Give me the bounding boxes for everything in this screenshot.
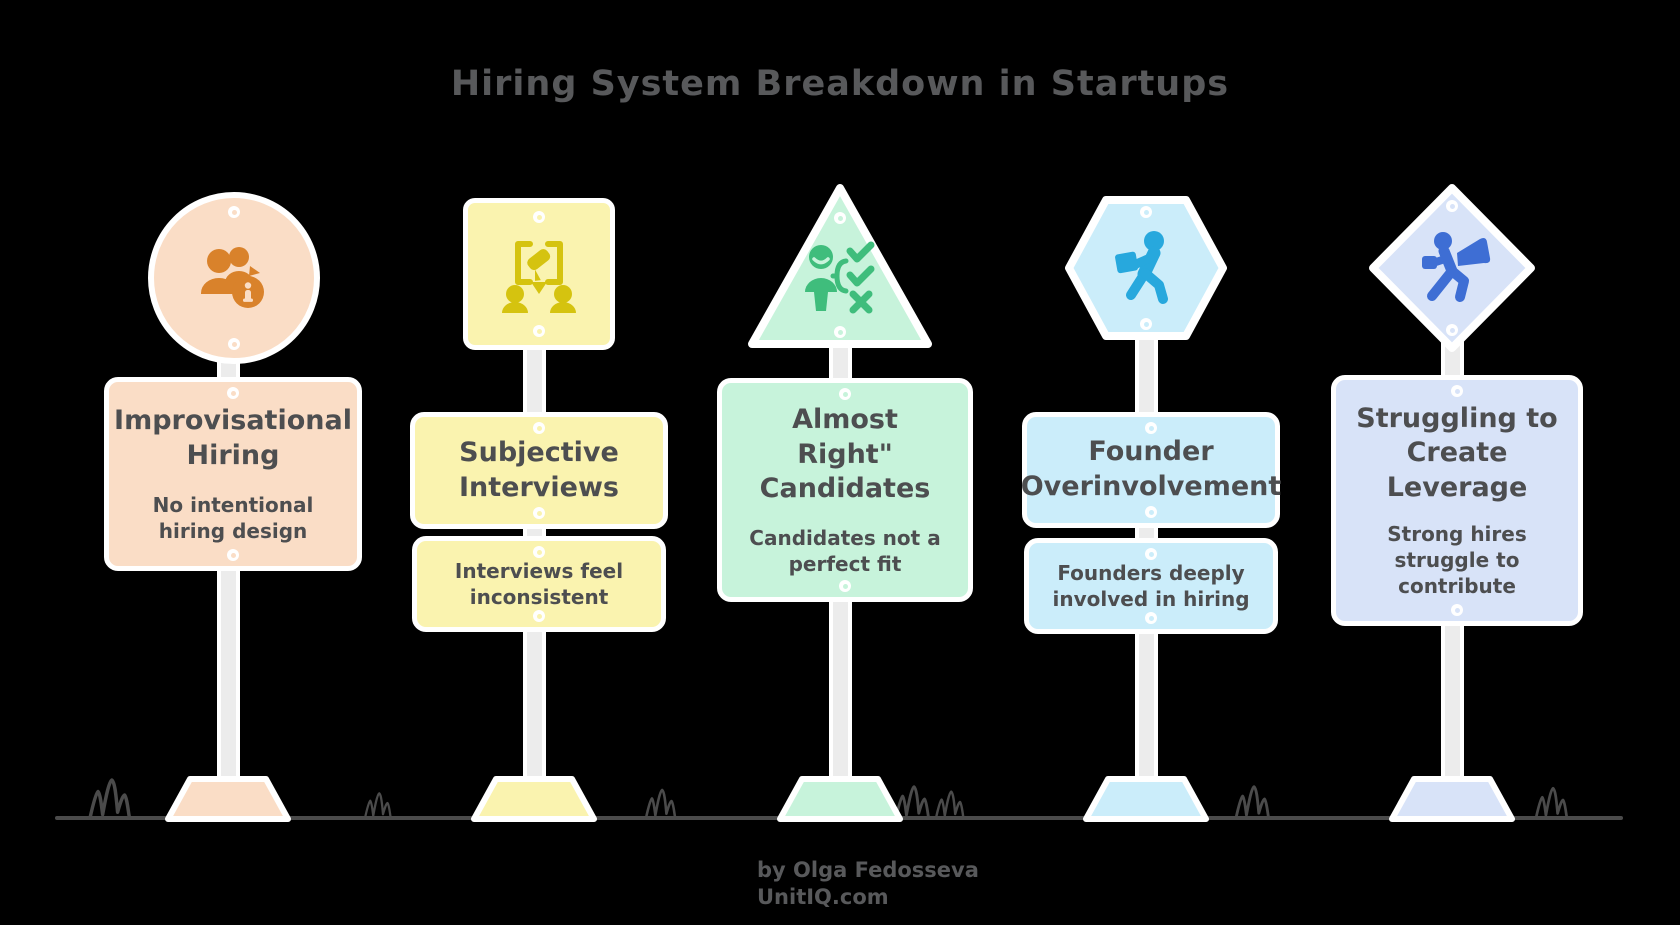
rivet [1145, 548, 1157, 560]
sign-subtext-panel: Interviews feel inconsistent [412, 536, 666, 632]
footer-byline: by Olga Fedosseva [757, 858, 979, 882]
rivet [533, 610, 545, 622]
sign-shape-hexagon [1063, 194, 1229, 342]
rivet [1451, 385, 1463, 397]
sign-description: Founders deeply involved in hiring [1052, 561, 1250, 611]
rivet [834, 212, 846, 224]
rivet [1446, 324, 1458, 336]
people-info-icon [201, 247, 264, 308]
sign-description: Candidates not a perfect fit [749, 525, 941, 576]
sign-description: Interviews feel inconsistent [454, 559, 624, 609]
sign-title: Struggling to Create Leverage [1356, 402, 1558, 503]
running-person-megaphone-icon [1422, 232, 1491, 302]
rivet [533, 507, 545, 519]
rivet [533, 211, 545, 223]
rivet [533, 546, 545, 558]
footer-website: UnitIQ.com [757, 885, 889, 910]
sign-shape-square [463, 198, 615, 350]
rivet [533, 422, 545, 434]
rivet [1145, 422, 1157, 434]
signpost-base [471, 776, 597, 822]
sign-shape-triangle [745, 180, 935, 352]
signpost-base [1083, 776, 1209, 822]
sign-text-panel: Improvisational Hiring No intentional hi… [104, 377, 362, 571]
rivet [1140, 318, 1152, 330]
footer-credit: by Olga Fedosseva UnitIQ.com [757, 857, 979, 912]
sign-shape-circle [148, 192, 320, 364]
sign-subtext-panel: Founders deeply involved in hiring [1024, 538, 1278, 634]
rivet [1145, 506, 1157, 518]
sign-title: Improvisational Hiring [114, 405, 352, 471]
rivet [1140, 206, 1152, 218]
sign-text-panel: Almost Right" Candidates Candidates not … [717, 378, 973, 602]
sign-title: Subjective Interviews [459, 436, 619, 503]
signpost-base [165, 776, 291, 822]
interview-presentation-icon [502, 241, 576, 313]
sign-text-panel: Founder Overinvolvement [1021, 412, 1281, 528]
sign-description: No intentional hiring design [152, 492, 314, 543]
sign-description: Strong hires struggle to contribute [1387, 522, 1527, 599]
rivet [839, 580, 851, 592]
signpost-base [777, 776, 903, 822]
rivet [228, 206, 240, 218]
sign-text-panel: Subjective Interviews [410, 412, 668, 529]
rivet [839, 388, 851, 400]
page-title: Hiring System Breakdown in Startups [450, 64, 1230, 104]
sign-shape-diamond [1367, 182, 1537, 354]
rivet [1145, 612, 1157, 624]
founder-carrying-box-icon [1115, 231, 1168, 304]
rivet [1451, 604, 1463, 616]
rivet [228, 338, 240, 350]
rivet [533, 325, 545, 337]
sign-text-panel: Struggling to Create Leverage Strong hir… [1331, 375, 1583, 626]
sign-title: Almost Right" Candidates [759, 404, 931, 505]
candidate-checklist-icon [805, 241, 875, 314]
rivet [834, 326, 846, 338]
rivet [1446, 200, 1458, 212]
sign-title: Founder Overinvolvement [1020, 436, 1282, 502]
signpost-base [1389, 776, 1515, 822]
rivet [227, 549, 239, 561]
rivet [227, 387, 239, 399]
